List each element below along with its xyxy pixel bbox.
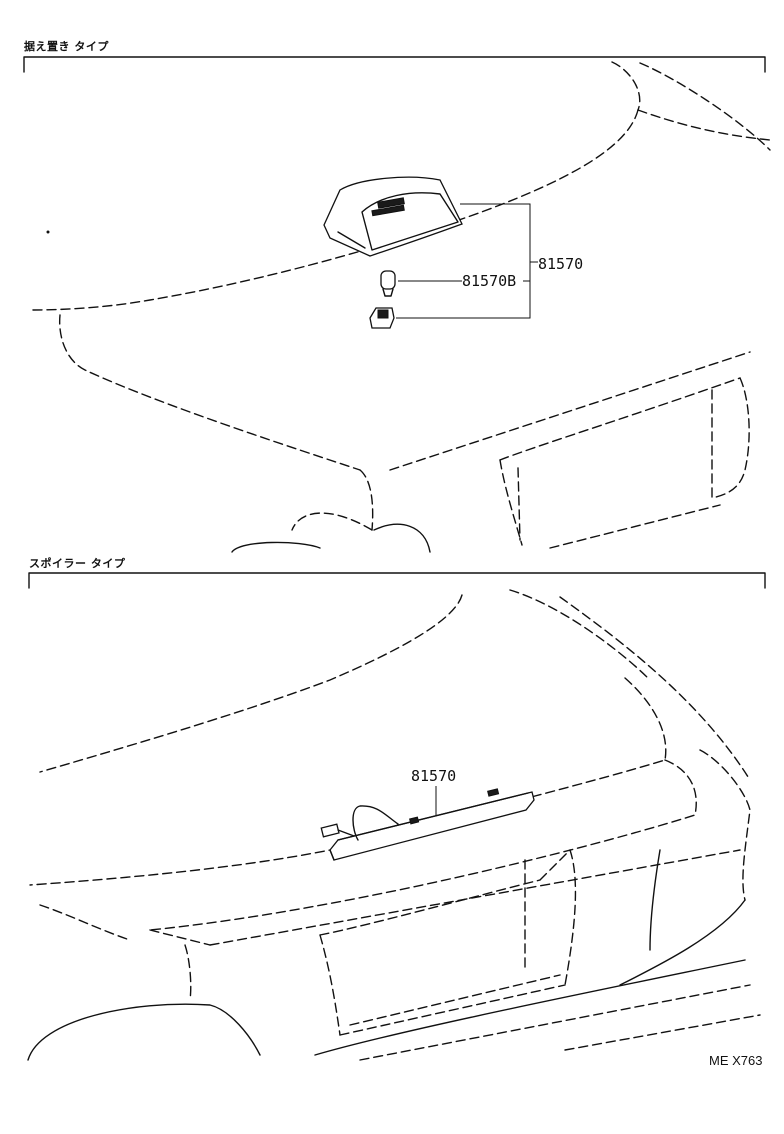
top-leader-lines — [396, 203, 538, 319]
section-title-stationary-type: 据え置き タイプ — [24, 40, 109, 53]
top-car-outline — [29, 61, 771, 553]
small-dot — [46, 230, 50, 234]
diagram-reference-code: ME X763 — [709, 1053, 763, 1068]
top-section-frame — [23, 56, 766, 73]
section-title-spoiler-type: スポイラー タイプ — [29, 557, 126, 570]
socket — [369, 307, 395, 329]
bottom-section-frame — [28, 572, 766, 589]
bottom-high-mount-lamp — [320, 788, 535, 861]
top-stop-lamp — [323, 176, 463, 257]
part-number-81570-top: 81570 — [538, 255, 584, 273]
part-number-81570b: 81570B — [462, 272, 517, 290]
part-number-81570-bottom: 81570 — [411, 767, 457, 785]
bulb-81570b — [380, 270, 396, 297]
bottom-car-outline — [27, 589, 761, 1061]
